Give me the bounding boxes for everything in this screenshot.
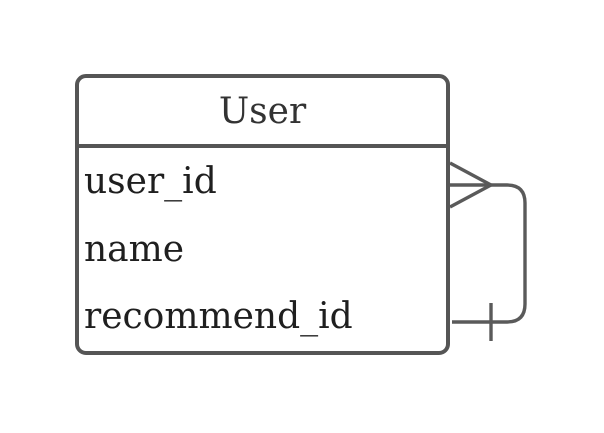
entity-title: User	[218, 90, 307, 132]
relation-line-group	[449, 161, 527, 341]
attribute-name: name	[84, 228, 185, 270]
crow-foot-many-icon	[449, 161, 495, 209]
attribute-row: recommend_id	[79, 283, 446, 351]
entity-user: User user_id name recommend_id	[75, 74, 450, 355]
attribute-row: user_id	[79, 148, 446, 216]
attribute-name: user_id	[84, 160, 217, 202]
attribute-row: name	[79, 216, 446, 284]
entity-user-header: User	[79, 78, 446, 148]
entity-user-attributes: user_id name recommend_id	[79, 148, 446, 351]
relation-loop-line	[452, 183, 527, 324]
attribute-name: recommend_id	[84, 296, 353, 338]
